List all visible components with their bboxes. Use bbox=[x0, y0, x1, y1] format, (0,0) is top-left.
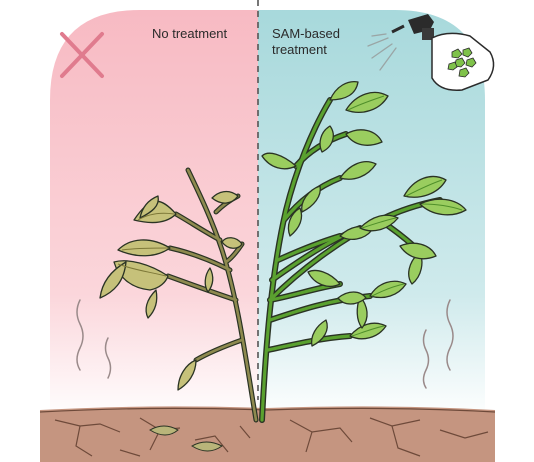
sam-treatment-label-line2: treatment bbox=[272, 42, 327, 57]
cracked-soil bbox=[39, 406, 496, 462]
wilted-leaves bbox=[99, 190, 243, 391]
spray-bottle-icon bbox=[367, 14, 495, 91]
wilted-plant bbox=[99, 167, 259, 423]
no-treatment-label: No treatment bbox=[152, 26, 228, 41]
sam-treatment-label-line1: SAM-based bbox=[272, 26, 340, 41]
sam-treatment-label: SAM-based treatment bbox=[272, 26, 382, 58]
cross-mark-icon bbox=[60, 32, 104, 78]
wilted-leaf-veins bbox=[117, 212, 175, 277]
heat-wave-lines bbox=[76, 299, 454, 389]
healthy-leaf-veins bbox=[347, 95, 463, 337]
healthy-plant bbox=[259, 80, 467, 423]
